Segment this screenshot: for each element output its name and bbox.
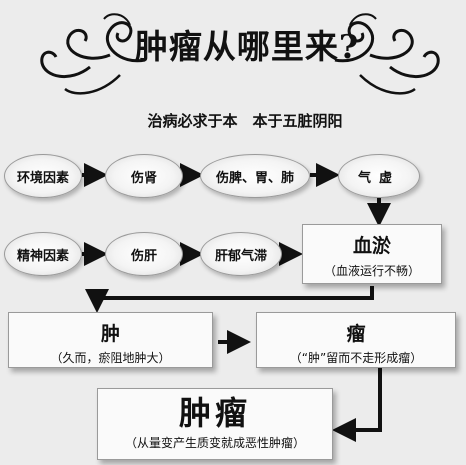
node-label: 气虚 <box>357 170 400 186</box>
node-environment-factor: 环境因素 <box>4 154 82 198</box>
node-label: 精神因素 <box>16 248 69 264</box>
node-title: 肿 <box>100 323 120 345</box>
ornament-left-icon <box>40 13 146 95</box>
node-title: 肿瘤 <box>178 394 251 432</box>
node-liver-damage: 伤肝 <box>105 232 183 276</box>
node-liver-qi-stagnation: 肝郁气滞 <box>200 232 282 276</box>
ornament-right-icon <box>334 13 440 95</box>
page-title: 肿瘤从哪里来? <box>134 27 360 66</box>
page-subtitle: 治病必求于本 本于五脏阴阳 <box>147 112 343 130</box>
node-title: 血淤 <box>352 235 391 257</box>
node-note: （久而，瘀阻地肿大） <box>50 351 171 365</box>
node-tumor-stage: 瘤 （“肿”留而不走形成瘤） <box>256 312 456 368</box>
node-label: 环境因素 <box>16 170 69 186</box>
node-swelling: 肿 （久而，瘀阻地肿大） <box>8 312 213 368</box>
node-qi-deficiency: 气虚 <box>338 154 420 198</box>
node-note: （血液运行不畅） <box>323 264 420 278</box>
node-note: （“肿”留而不走形成瘤） <box>289 351 423 365</box>
arrow-blood-to-swelling <box>85 286 374 313</box>
node-title: 瘤 <box>346 323 366 345</box>
node-label: 肝郁气滞 <box>214 248 267 264</box>
node-tumor: 肿瘤 （从量变产生质变就成恶性肿瘤） <box>97 388 333 460</box>
node-label: 伤肝 <box>130 248 157 264</box>
node-mental-factor: 精神因素 <box>4 232 82 276</box>
node-label: 伤脾、胃、肺 <box>215 170 294 186</box>
node-label: 伤肾 <box>130 170 157 186</box>
node-note: （从量变产生质变就成恶性肿瘤） <box>124 436 305 450</box>
node-spleen-stomach-lung-damage: 伤脾、胃、肺 <box>200 154 310 198</box>
node-blood-stasis: 血淤 （血液运行不畅） <box>302 224 442 284</box>
node-kidney-damage: 伤肾 <box>105 154 183 198</box>
arrow-tumorstage-to-tumor <box>332 366 382 442</box>
